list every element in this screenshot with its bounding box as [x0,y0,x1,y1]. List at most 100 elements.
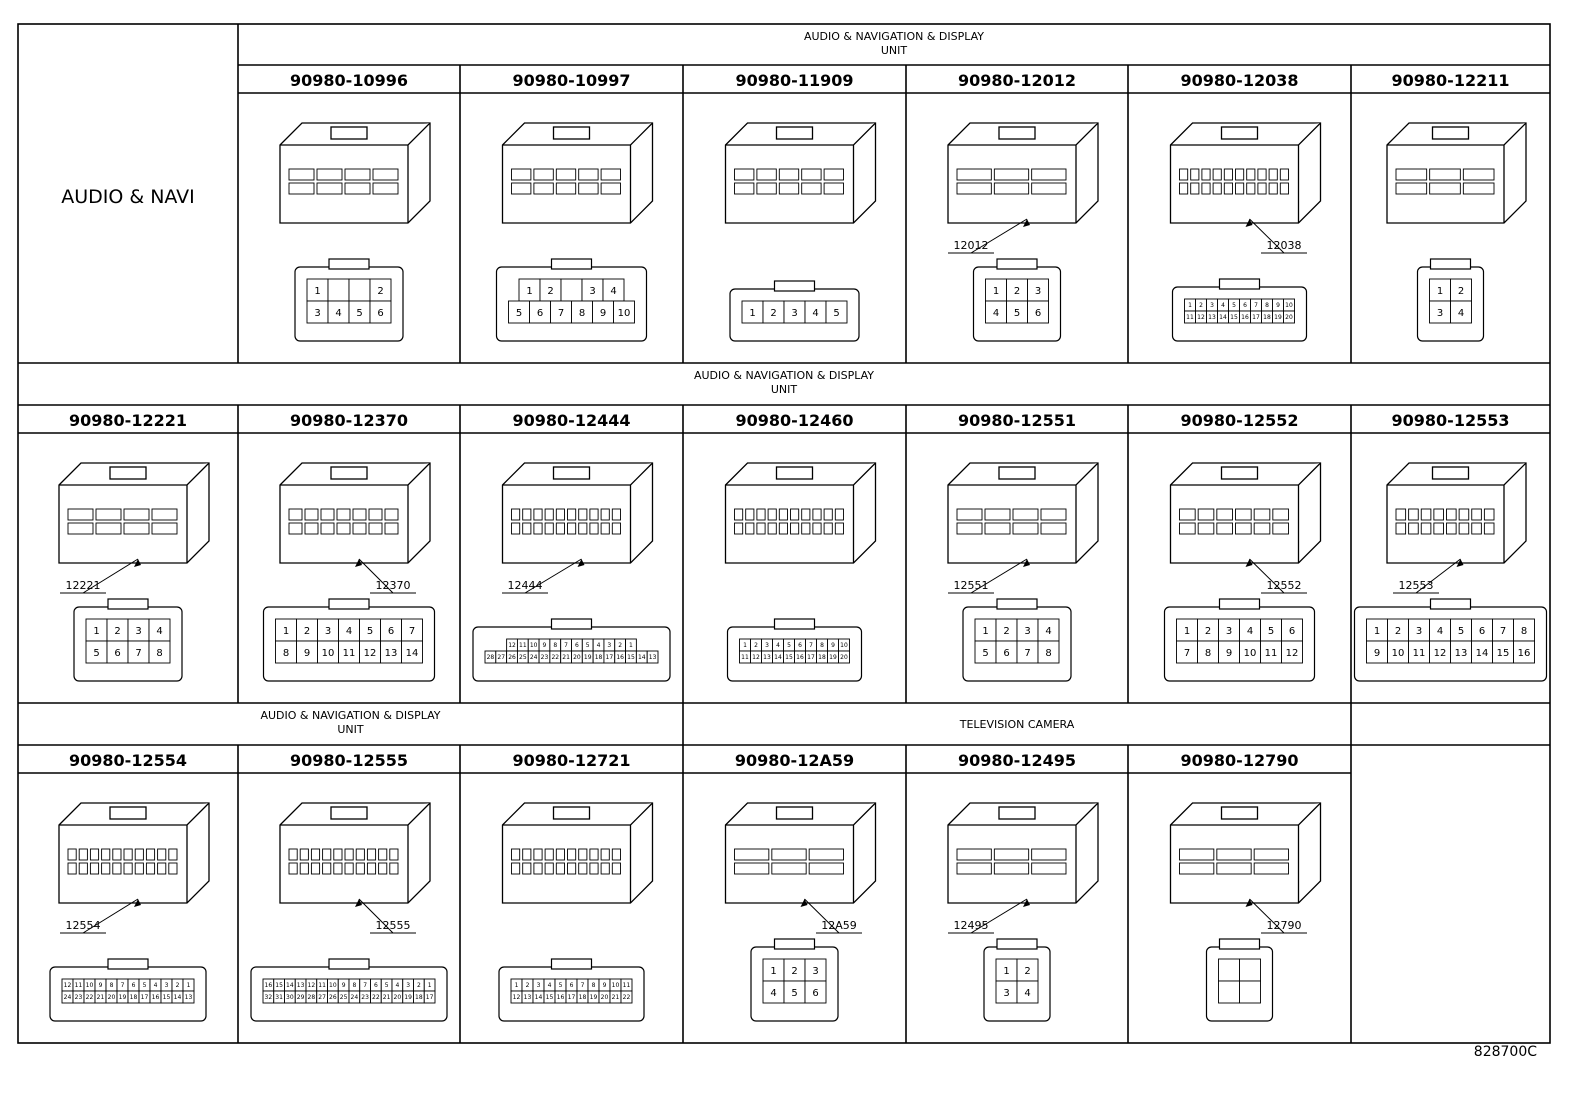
pin-number: 22 [623,994,631,1001]
housing-outline [724,122,877,224]
housing-cavity [151,522,178,535]
housing-cavity [288,168,315,181]
housing-cavity [67,508,94,521]
pin-number: 9 [1374,648,1380,659]
housing-cavity [589,522,599,535]
pin-number: 7 [1500,626,1506,637]
pin-number: 7 [121,982,125,989]
callout-leader [1249,898,1285,934]
housing-cavity [123,508,150,521]
housing-cavity [1446,508,1457,521]
pin-number: 6 [812,988,818,999]
pin-number: 9 [543,642,547,649]
housing-cavity [1395,182,1428,195]
pin-number: 15 [1497,648,1510,659]
pin-number: 7 [1254,302,1258,309]
housing-cavity [1235,508,1252,521]
pin-number: 5 [791,988,797,999]
pin-number: 19 [584,654,592,661]
housing-cavity [1395,508,1407,521]
housing-cavity [1458,522,1470,535]
pin-number: 16 [1518,648,1531,659]
pin-cavity [369,300,392,324]
housing-cavity [1446,522,1457,535]
part-number: 90980-12038 [1181,71,1299,90]
pin-cavity [613,300,635,324]
housing-edge [948,802,1099,903]
drawing-code: 828700C [1474,1044,1537,1060]
pin-number: 23 [361,994,369,1001]
pin-number: 17 [141,994,149,1001]
callout-arrow [800,899,808,907]
housing-cavity [533,522,543,535]
pin-number: 6 [374,982,378,989]
housing-cavity [366,848,377,861]
pin-number: 11 [1413,648,1426,659]
pin-number: 14 [1476,648,1489,659]
housing-cavity [1197,522,1215,535]
pin-cavity [148,640,171,664]
pin-number: 4 [548,982,552,989]
housing-outline [58,802,210,904]
pin-cavity [1281,640,1303,664]
housing-latch [998,126,1036,140]
pin-number: 5 [1268,626,1274,637]
housing-cavity [1433,522,1444,535]
housing-cavity [1216,522,1233,535]
pin-number: 18 [595,654,603,661]
pin-number: 4 [993,308,999,319]
housing-cavity [355,862,365,875]
housing-outline [279,802,431,904]
housing-cavity [1031,848,1067,861]
callout-label: 12551 [954,579,989,592]
face-lock-tab [1218,598,1261,610]
housing-cavity [745,508,755,521]
housing-cavity [801,522,811,535]
pin-number: 6 [1003,648,1009,659]
housing-cavity [1040,522,1067,535]
part-number: 90980-12221 [69,411,187,430]
pin-number: 7 [809,642,813,649]
housing-cavity [336,522,351,535]
pin-number: 1 [629,642,633,649]
pin-number: 9 [831,642,835,649]
housing-cavity [600,848,610,861]
part-number: 90980-12552 [1181,411,1299,430]
pin-number: 28 [308,994,316,1001]
pin-number: 7 [558,308,564,319]
housing-cavity [801,168,822,181]
housing-cavity [956,522,983,535]
housing-cavity [355,848,365,861]
callout-arrow [355,559,362,567]
housing-cavity [600,508,610,521]
housing-cavity [344,168,371,181]
housing-cavity [1190,182,1200,195]
connector-housing-drawing [1169,802,1322,904]
pin-number: 10 [618,308,631,319]
pin-number: 15 [627,654,635,661]
mating-face-diagram [1205,938,1274,1022]
housing-cavity [322,862,332,875]
pin-number: 19 [1274,314,1282,321]
housing-cavity [812,508,822,521]
housing-cavity [1179,848,1215,861]
housing-cavity [734,522,744,535]
housing-cavity [756,508,766,521]
housing-cavity [533,862,543,875]
pin-number: 12 [364,648,377,659]
housing-cavity [734,182,755,195]
callout-leader [970,898,1028,934]
face-lock-tab [1429,258,1472,270]
pin-number: 20 [1285,314,1293,321]
pin-number: 8 [1205,648,1211,659]
housing-cavity [756,182,777,195]
face-lock-tab [550,958,593,970]
housing-cavity [151,508,178,521]
housing-cavity [372,168,399,181]
pin-number: 4 [776,642,780,649]
pin-number: 4 [335,308,341,319]
